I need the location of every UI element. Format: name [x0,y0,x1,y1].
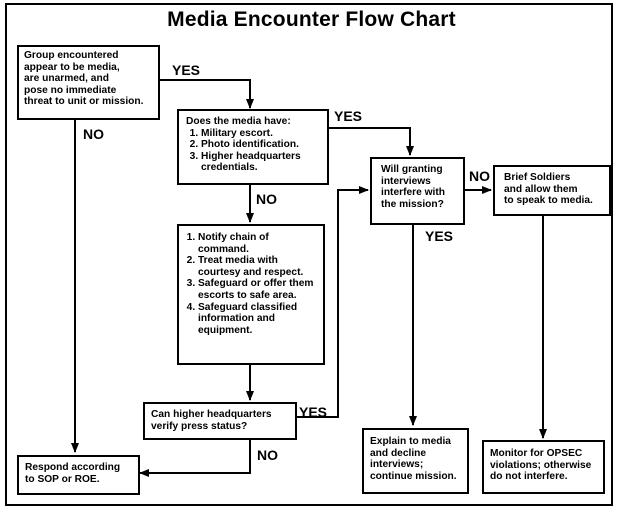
node-media-have-item: Higher headquarters credentials. [201,151,323,174]
node-actions-item: Safeguard or offer them escorts to safe … [198,278,319,301]
chart-frame [5,3,613,506]
label-no-hq: NO [257,447,278,463]
node-actions-list: Notify chain of command. Treat media wit… [183,232,319,336]
arrow-hq-to-interfere [295,186,369,418]
node-actions: Notify chain of command. Treat media wit… [177,224,325,365]
node-interfere-text: Will granting interviews interfere with … [381,164,445,210]
node-media-have: Does the media have: Military escort. Ph… [177,109,329,185]
node-group-encountered: Group encountered appear to be media, ar… [17,45,160,120]
label-no-interfere: NO [469,168,490,184]
label-yes-group: YES [172,62,201,78]
label-yes-hq: YES [299,404,328,420]
node-actions-item: Notify chain of command. [198,232,319,255]
label-no-group: NO [83,126,104,142]
node-hq-verify: Can higher headquarters verify press sta… [143,402,297,440]
label-yes-media: YES [334,108,363,124]
node-media-have-item: Photo identification. [201,139,323,151]
label-no-media: NO [256,191,277,207]
node-monitor: Monitor for OPSEC violations; otherwise … [482,440,605,494]
node-monitor-text: Monitor for OPSEC violations; otherwise … [490,448,592,483]
node-actions-item: Treat media with courtesy and respect. [198,255,319,278]
node-explain-text: Explain to media and decline interviews;… [370,436,457,482]
node-group-encountered-text: Group encountered appear to be media, ar… [24,50,144,108]
node-media-have-list: Military escort. Photo identification. H… [186,128,323,174]
arrow-hq-to-respond [139,440,251,477]
arrow-media-to-interfere [327,127,414,156]
arrow-group-to-media [158,79,254,109]
node-explain: Explain to media and decline interviews;… [362,428,469,494]
node-brief-text: Brief Soldiers and allow them to speak t… [504,172,593,207]
chart-title: Media Encounter Flow Chart [167,8,456,31]
node-respond: Respond according to SOP or ROE. [17,455,140,495]
node-actions-item: Safeguard classified information and equ… [198,302,319,337]
node-media-have-item: Military escort. [201,128,323,140]
node-brief: Brief Soldiers and allow them to speak t… [493,165,611,216]
node-respond-text: Respond according to SOP or ROE. [25,462,121,485]
node-interfere: Will granting interviews interfere with … [370,157,465,225]
node-hq-verify-text: Can higher headquarters verify press sta… [151,409,272,432]
node-media-have-heading: Does the media have: [186,116,291,127]
label-yes-interfere: YES [425,228,454,244]
